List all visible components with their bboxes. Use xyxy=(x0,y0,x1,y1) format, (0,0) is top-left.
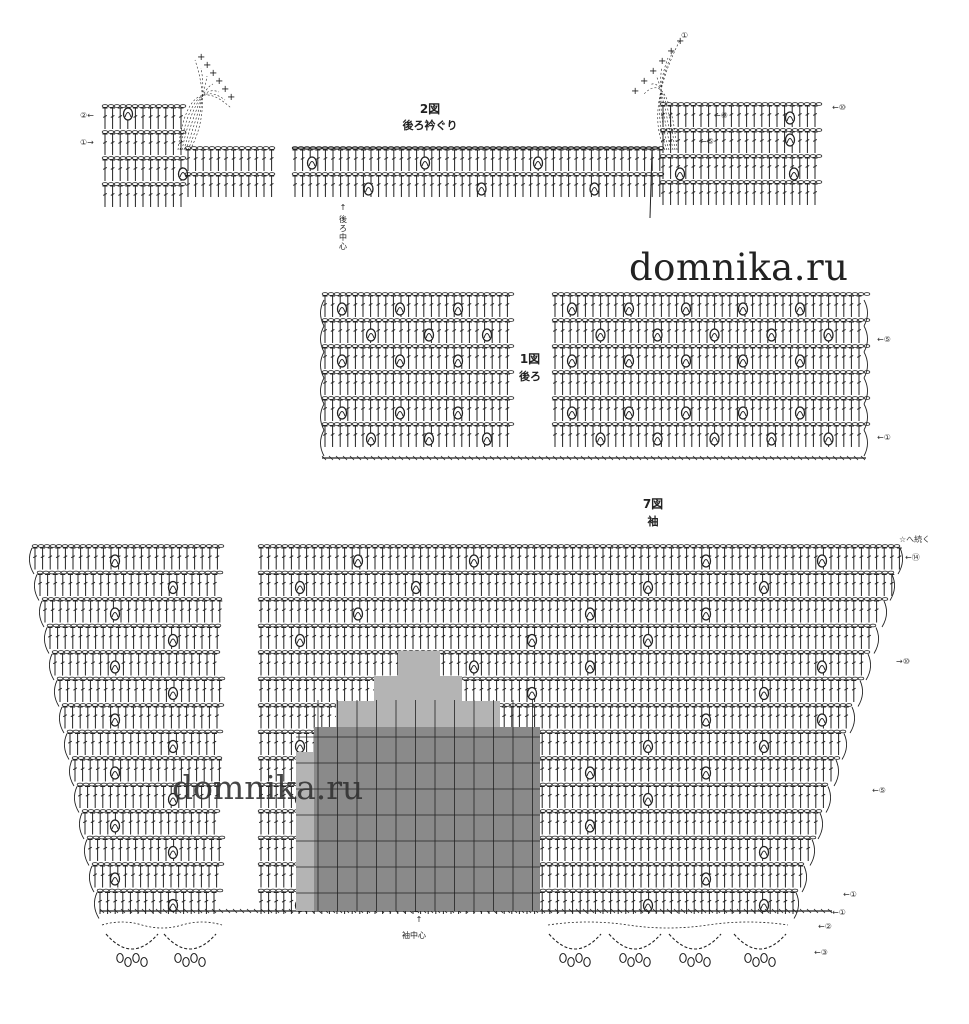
figure-7-sleeve-chart xyxy=(29,544,903,968)
figure-2-row-marker-left-2: ②← xyxy=(80,111,94,120)
svg-text:+: + xyxy=(203,60,211,71)
svg-text:+: + xyxy=(676,36,684,47)
figure-2-row-marker-left-1: ①→ xyxy=(80,138,94,147)
figure-7-row-marker-5: ←⑤ xyxy=(872,786,886,795)
figure-2-center-arrow: ↑ xyxy=(339,203,347,212)
figure-7-continue-label: ☆へ続く xyxy=(899,535,931,544)
watermark-top: domnika.ru xyxy=(629,246,849,289)
figure-7-name: 袖 xyxy=(647,515,659,528)
svg-text:+: + xyxy=(209,68,217,79)
figure-2-name: 後ろ衿ぐり xyxy=(402,119,458,132)
figure-1-row-marker-1: ←① xyxy=(877,433,891,442)
figure-7-center-label: 袖中心 xyxy=(402,931,426,940)
figure-2-number: 2図 xyxy=(419,102,441,116)
figure-1-back-chart xyxy=(320,292,871,461)
figure-1-row-marker-5: ←⑤ xyxy=(877,335,891,344)
figure-7-row-marker-1: ←① xyxy=(843,890,857,899)
svg-text:+: + xyxy=(640,76,648,87)
figure-7-edge-marker-3: ←③ xyxy=(814,948,828,957)
figure-2-row-marker-edge-1: ① xyxy=(681,31,689,40)
svg-text:+: + xyxy=(197,52,205,63)
figure-1-number: 1図 xyxy=(519,352,541,366)
figure-7-edge-marker-1: ←① xyxy=(832,908,846,917)
figure-7-row-marker-14: ←⑭ xyxy=(905,553,920,562)
figure-2-row-marker-right-10: ←⑩ xyxy=(832,103,846,112)
svg-text:+: + xyxy=(658,56,666,67)
svg-text:+: + xyxy=(667,46,675,57)
figure-7-row-marker-10: →⑩ xyxy=(896,657,910,666)
svg-text:+: + xyxy=(227,92,235,103)
watermark-bottom: domnika.ru xyxy=(172,768,364,807)
figure-7-edge-marker-2: ←② xyxy=(818,922,832,931)
svg-text:+: + xyxy=(631,86,639,97)
svg-text:+: + xyxy=(649,66,657,77)
figure-2-row-marker-right-9: ←⑨ xyxy=(714,111,728,120)
figure-7-number: 7図 xyxy=(642,497,664,511)
svg-text:+: + xyxy=(215,76,223,87)
figure-2-back-neckline-chart: ++++++++++++ xyxy=(101,36,823,219)
sleeve-shaded-core xyxy=(314,727,540,911)
figure-2-center-label: 後ろ中心 xyxy=(339,215,347,251)
figure-2-row-marker-right-5: ←⑤ xyxy=(700,137,714,146)
svg-text:+: + xyxy=(221,84,229,95)
figure-1-name: 後ろ xyxy=(519,370,541,383)
figure-7-center-arrow: ↑ xyxy=(415,915,423,924)
